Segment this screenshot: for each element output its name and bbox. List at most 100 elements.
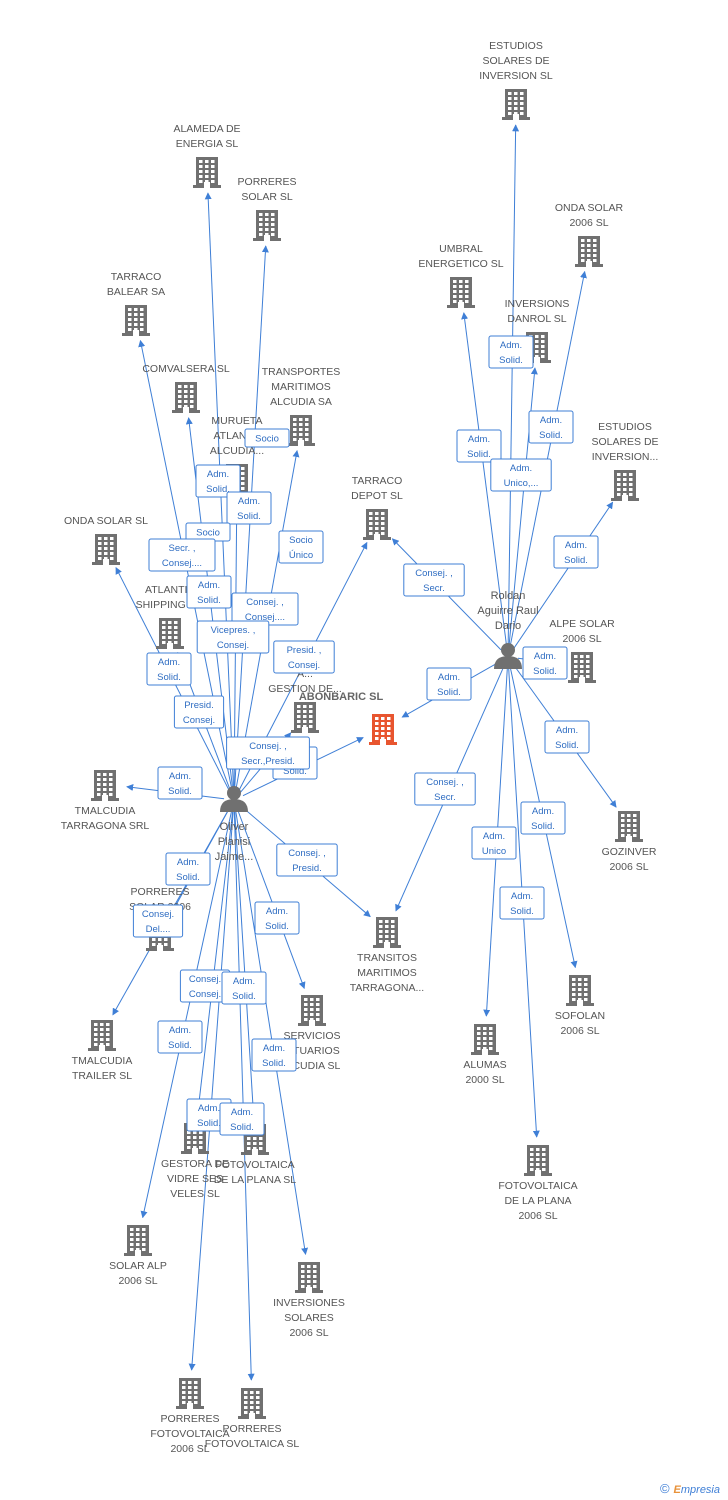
relation-tag[interactable]: Consej.Consej. [179, 969, 231, 1003]
company-node[interactable]: ONDA SOLAR SL [64, 515, 148, 565]
relation-tag[interactable]: Presid.Consej. [173, 695, 225, 729]
relation-tag[interactable]: Adm.Solid. [251, 1038, 297, 1072]
building-icon[interactable] [172, 382, 200, 413]
company-node[interactable]: TRANSITOSMARITIMOSTARRAGONA... [350, 917, 424, 994]
building-icon[interactable] [298, 995, 326, 1026]
relation-tag[interactable]: Adm.Solid. [157, 1020, 203, 1054]
relation-tag[interactable]: Adm.Solid. [456, 429, 502, 463]
relation-tag[interactable]: Adm.Solid. [226, 491, 272, 525]
focus-company-node[interactable]: ABONBARIC SL [299, 691, 397, 745]
relation-tag[interactable]: Consej. ,Secr. [403, 563, 465, 597]
company-label: 2006 SL [518, 1210, 557, 1222]
focus-building-icon[interactable] [369, 714, 397, 745]
relation-tag[interactable]: Adm.Solid. [219, 1102, 265, 1136]
relation-tag[interactable]: Adm.Unico [471, 826, 517, 860]
building-icon[interactable] [566, 975, 594, 1006]
relation-tag[interactable]: Presid. ,Consej. [273, 640, 335, 674]
relation-tag[interactable]: Consej. ,Secr.,Presid. [226, 736, 310, 770]
building-icon[interactable] [524, 1145, 552, 1176]
building-icon[interactable] [295, 1262, 323, 1293]
empresia-logo[interactable]: Empresia [673, 1484, 720, 1496]
company-label: TARRAGONA... [350, 982, 424, 994]
building-icon[interactable] [373, 917, 401, 948]
building-icon[interactable] [122, 305, 150, 336]
relation-tag[interactable]: Adm.Solid. [254, 901, 300, 935]
building-icon[interactable] [568, 652, 596, 683]
relation-tag[interactable]: Adm.Solid. [520, 801, 566, 835]
relation-tag[interactable]: Adm.Solid. [186, 575, 232, 609]
relation-tag[interactable]: Adm.Solid. [553, 535, 599, 569]
relation-tag[interactable]: Adm.Solid. [195, 464, 241, 498]
relation-tag[interactable]: Consej. ,Presid. [276, 843, 338, 877]
relation-tag[interactable]: Adm.Solid. [426, 667, 472, 701]
building-icon[interactable] [363, 509, 391, 540]
relation-tag[interactable]: Adm.Solid. [544, 720, 590, 754]
relation-tag[interactable]: Socio [185, 522, 231, 542]
relation-tag[interactable]: Consej. ,Secr. [414, 772, 476, 806]
building-icon[interactable] [502, 89, 530, 120]
relation-tag[interactable]: Adm.Solid. [221, 971, 267, 1005]
building-icon[interactable] [291, 702, 319, 733]
relation-tag[interactable]: Socio [244, 428, 290, 448]
company-node[interactable]: SERVICIOS...TUARIOS...CUDIA SL [284, 995, 341, 1072]
relation-tag[interactable]: Adm.Solid. [522, 646, 568, 680]
person-icon[interactable] [494, 643, 522, 669]
relation-tag[interactable]: Adm.Solid. [488, 335, 534, 369]
company-node[interactable]: COMVALSERA SL [142, 363, 230, 413]
relation-tag[interactable]: Adm.Solid. [157, 766, 203, 800]
relation-tag[interactable]: Consej. ,Consej.... [231, 592, 299, 626]
relation-tag[interactable]: Adm.Solid. [528, 410, 574, 444]
person-icon[interactable] [220, 786, 248, 812]
building-icon[interactable] [176, 1378, 204, 1409]
relation-tag[interactable]: Consej.Del.... [132, 904, 184, 938]
building-icon[interactable] [238, 1388, 266, 1419]
relation-tag[interactable]: Adm.Solid. [499, 886, 545, 920]
relation-tag-text: Adm. [198, 1103, 220, 1114]
building-icon[interactable] [88, 1020, 116, 1051]
building-icon[interactable] [471, 1024, 499, 1055]
building-icon[interactable] [615, 811, 643, 842]
relation-tag[interactable]: Vicepres. ,Consej. [196, 620, 270, 654]
company-label: 2006 SL [560, 1025, 599, 1037]
relation-tag[interactable]: Adm.Solid. [165, 852, 211, 886]
building-icon[interactable] [91, 770, 119, 801]
building-icon[interactable] [611, 470, 639, 501]
relation-tag[interactable]: Adm.Unico,... [490, 458, 552, 492]
building-icon[interactable] [124, 1225, 152, 1256]
building-icon[interactable] [92, 534, 120, 565]
relation-tag[interactable]: Adm.Solid. [146, 652, 192, 686]
building-icon[interactable] [287, 415, 315, 446]
person-node[interactable]: OliverPlanisiJaime... [215, 786, 254, 863]
building-icon[interactable] [156, 618, 184, 649]
relation-tag[interactable]: Secr. ,Consej.... [148, 538, 216, 572]
building-icon[interactable] [193, 157, 221, 188]
building-icon[interactable] [447, 277, 475, 308]
company-node[interactable]: A...GESTION DE... [268, 668, 342, 733]
relation-tag-text: Adm. [169, 771, 191, 782]
building-icon[interactable] [575, 236, 603, 267]
building-icon[interactable] [253, 210, 281, 241]
